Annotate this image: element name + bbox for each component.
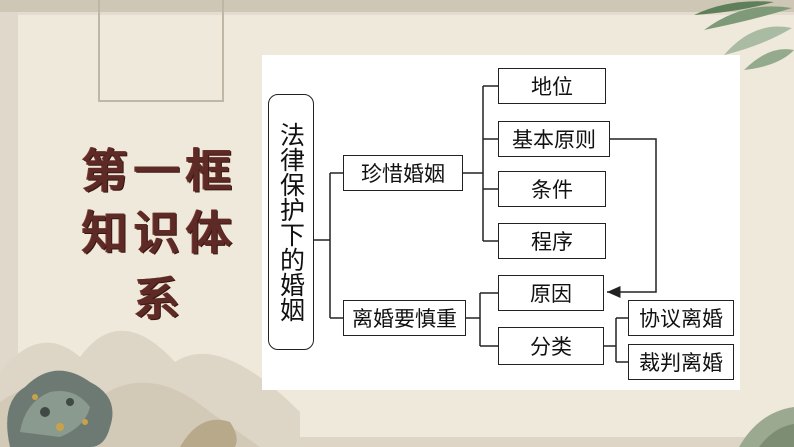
bottom-frame-band [0, 437, 794, 447]
node-category: 分类 [498, 327, 604, 365]
node-agreement-divorce: 协议离婚 [628, 300, 734, 336]
side-title-line2: 知识体系 [82, 206, 238, 326]
principle-to-reason-arrow [607, 138, 657, 298]
side-title-line1: 第一框 [82, 144, 238, 198]
root-node: 法律保护下的婚姻 [268, 94, 314, 350]
node-procedure: 程序 [498, 223, 606, 259]
node-basic-principle: 基本原则 [498, 121, 610, 157]
node-position: 地位 [498, 68, 606, 104]
bamboo-leaves-decoration [694, 1, 794, 70]
node-condition: 条件 [498, 171, 606, 207]
node-reason: 原因 [498, 275, 604, 311]
corner-leaf-decoration [739, 407, 794, 447]
node-divorce-caution: 离婚要慎重 [343, 300, 466, 336]
scholar-rock-decoration [7, 370, 113, 447]
node-cherish-marriage: 珍惜婚姻 [343, 155, 463, 191]
top-frame-band [0, 0, 794, 15]
left-frame-band [0, 12, 18, 447]
node-judicial-divorce: 裁判离婚 [628, 344, 734, 380]
ink-mountain-decoration [0, 330, 300, 447]
decorative-title-block [98, 0, 224, 102]
